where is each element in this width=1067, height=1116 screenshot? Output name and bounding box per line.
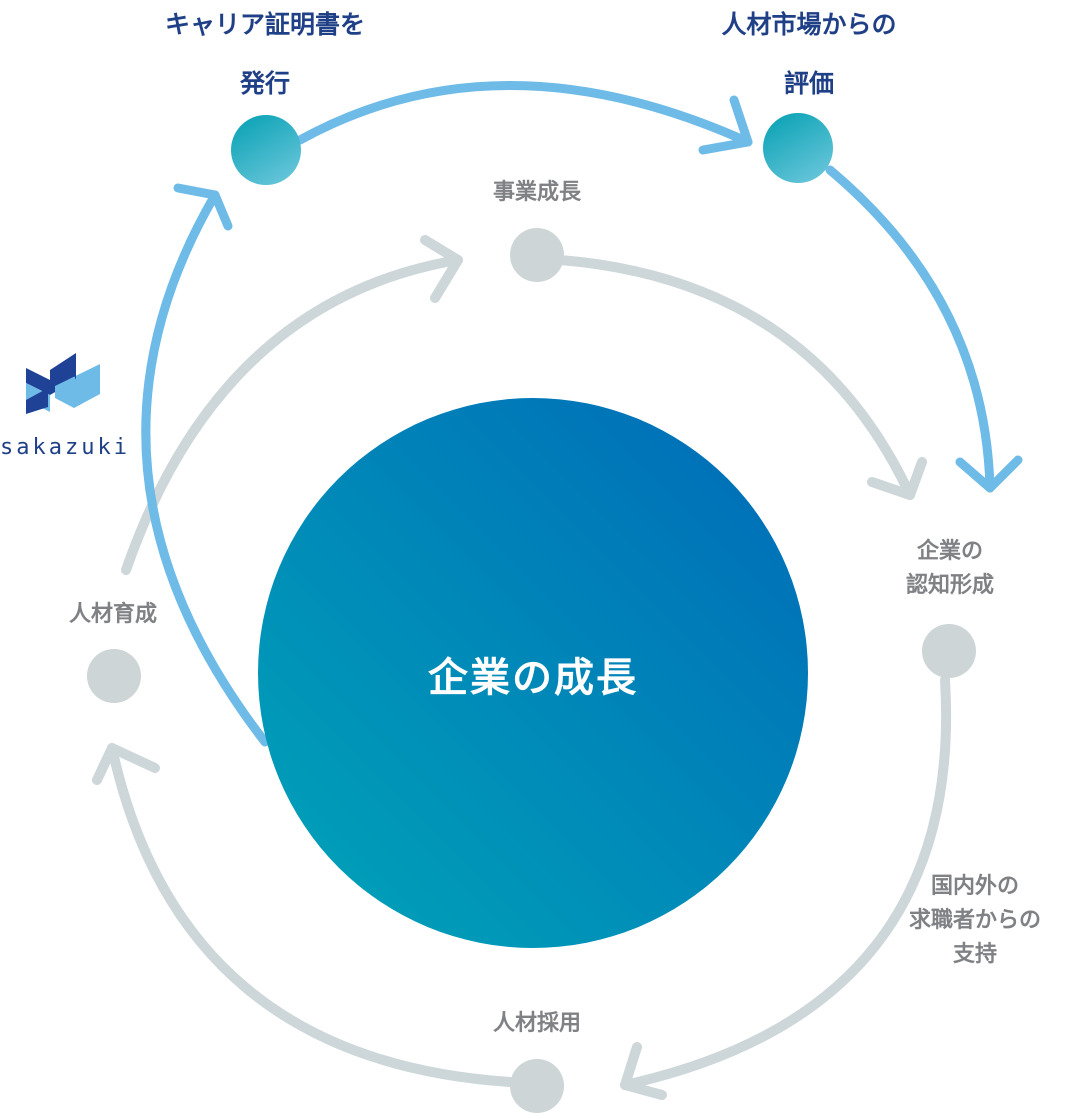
arrowhead-to-business (420, 235, 463, 303)
label-market-evaluation-line-2: 評価 (783, 68, 834, 98)
label-brand-recognition: 企業の 認知形成 (880, 535, 1020, 603)
label-recruitment: 人材採用 (492, 1011, 581, 1036)
label-candidate-support: 国内外の 求職者からの 支持 (895, 870, 1055, 972)
label-candidate-support-line-3: 支持 (952, 942, 997, 968)
arc-center-to-certificate (141, 190, 270, 747)
label-career-certificate-line-1: キャリア証明書を (164, 10, 365, 39)
node-career-certificate (231, 115, 301, 185)
sakazuki-logo-icon (26, 353, 100, 414)
center-circle (258, 398, 808, 948)
node-recruitment (510, 1059, 564, 1113)
arrowhead-to-brand (867, 457, 927, 500)
label-market-evaluation-line-1: 人材市場からの (721, 10, 897, 39)
arc-recruitment-to-development (107, 743, 515, 1087)
label-career-certificate: キャリア証明書を 発行 (145, 0, 385, 114)
label-candidate-support-line-1: 国内外の (930, 874, 1019, 899)
label-brand-recognition-line-2: 認知形成 (905, 573, 994, 599)
center-title: 企業の成長 (428, 655, 638, 701)
node-market-evaluation (763, 113, 833, 183)
node-talent-development (87, 649, 141, 703)
arrowhead-to-recruitment (620, 1042, 667, 1100)
arc-brand-to-recruitment (620, 675, 952, 1090)
node-business-growth (510, 228, 564, 282)
arrowhead-to-development (92, 743, 160, 785)
label-candidate-support-line-2: 求職者からの (908, 908, 1041, 934)
label-career-certificate-line-2: 発行 (239, 68, 290, 98)
arc-business-to-brand (555, 255, 915, 500)
arc-certificate-to-evaluation (295, 81, 753, 147)
label-talent-development: 人材育成 (68, 602, 157, 627)
arc-evaluation-to-center (825, 165, 995, 493)
arrowhead-to-center (955, 455, 1023, 493)
label-market-evaluation: 人材市場からの 評価 (694, 0, 924, 114)
label-brand-recognition-line-1: 企業の (916, 539, 983, 564)
arrowhead-to-evaluation (698, 95, 753, 155)
label-business-growth: 事業成長 (492, 180, 581, 205)
sakazuki-wordmark: sakazuki (0, 435, 130, 460)
node-brand-recognition (922, 624, 976, 678)
arrowhead-to-certificate (173, 183, 233, 231)
